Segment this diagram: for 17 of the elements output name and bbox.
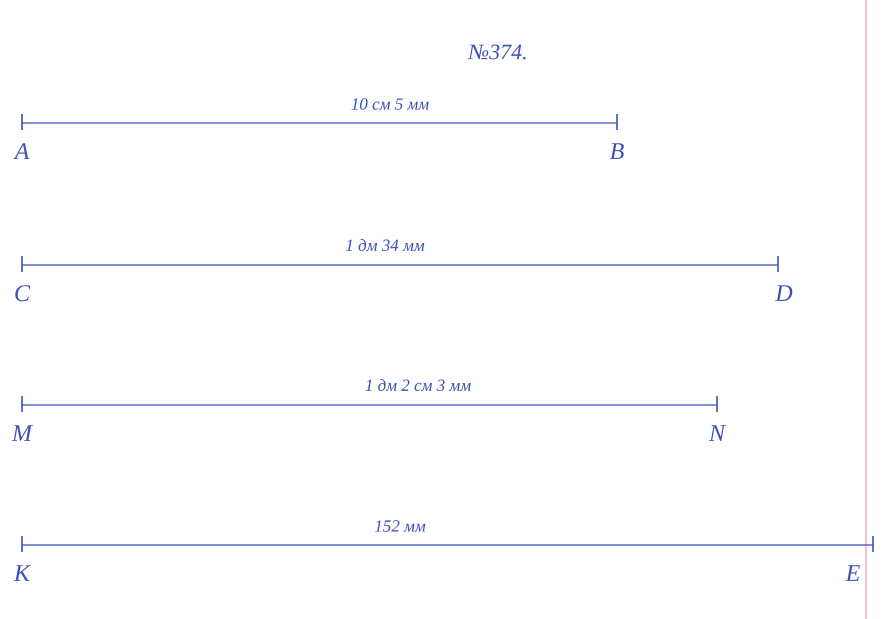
segment — [22, 122, 617, 124]
point-label: A — [13, 143, 30, 160]
length-label: 10 см 5 мм — [351, 98, 429, 110]
point-label: D — [775, 285, 792, 301]
length-label: 1 дм 2 см 3 мм — [365, 379, 471, 391]
point-label: N — [708, 425, 726, 441]
segment — [22, 264, 778, 266]
segment — [22, 544, 873, 546]
point-label: E — [845, 565, 860, 581]
segment — [22, 404, 717, 406]
length-label: 1 дм 34 мм — [346, 239, 424, 251]
point-label: B — [610, 143, 624, 159]
point-label: K — [14, 565, 32, 581]
length-label: 152 мм — [374, 520, 426, 532]
point-label: M — [12, 425, 34, 441]
task-number: №374. — [468, 44, 526, 60]
point-label: C — [15, 285, 30, 302]
